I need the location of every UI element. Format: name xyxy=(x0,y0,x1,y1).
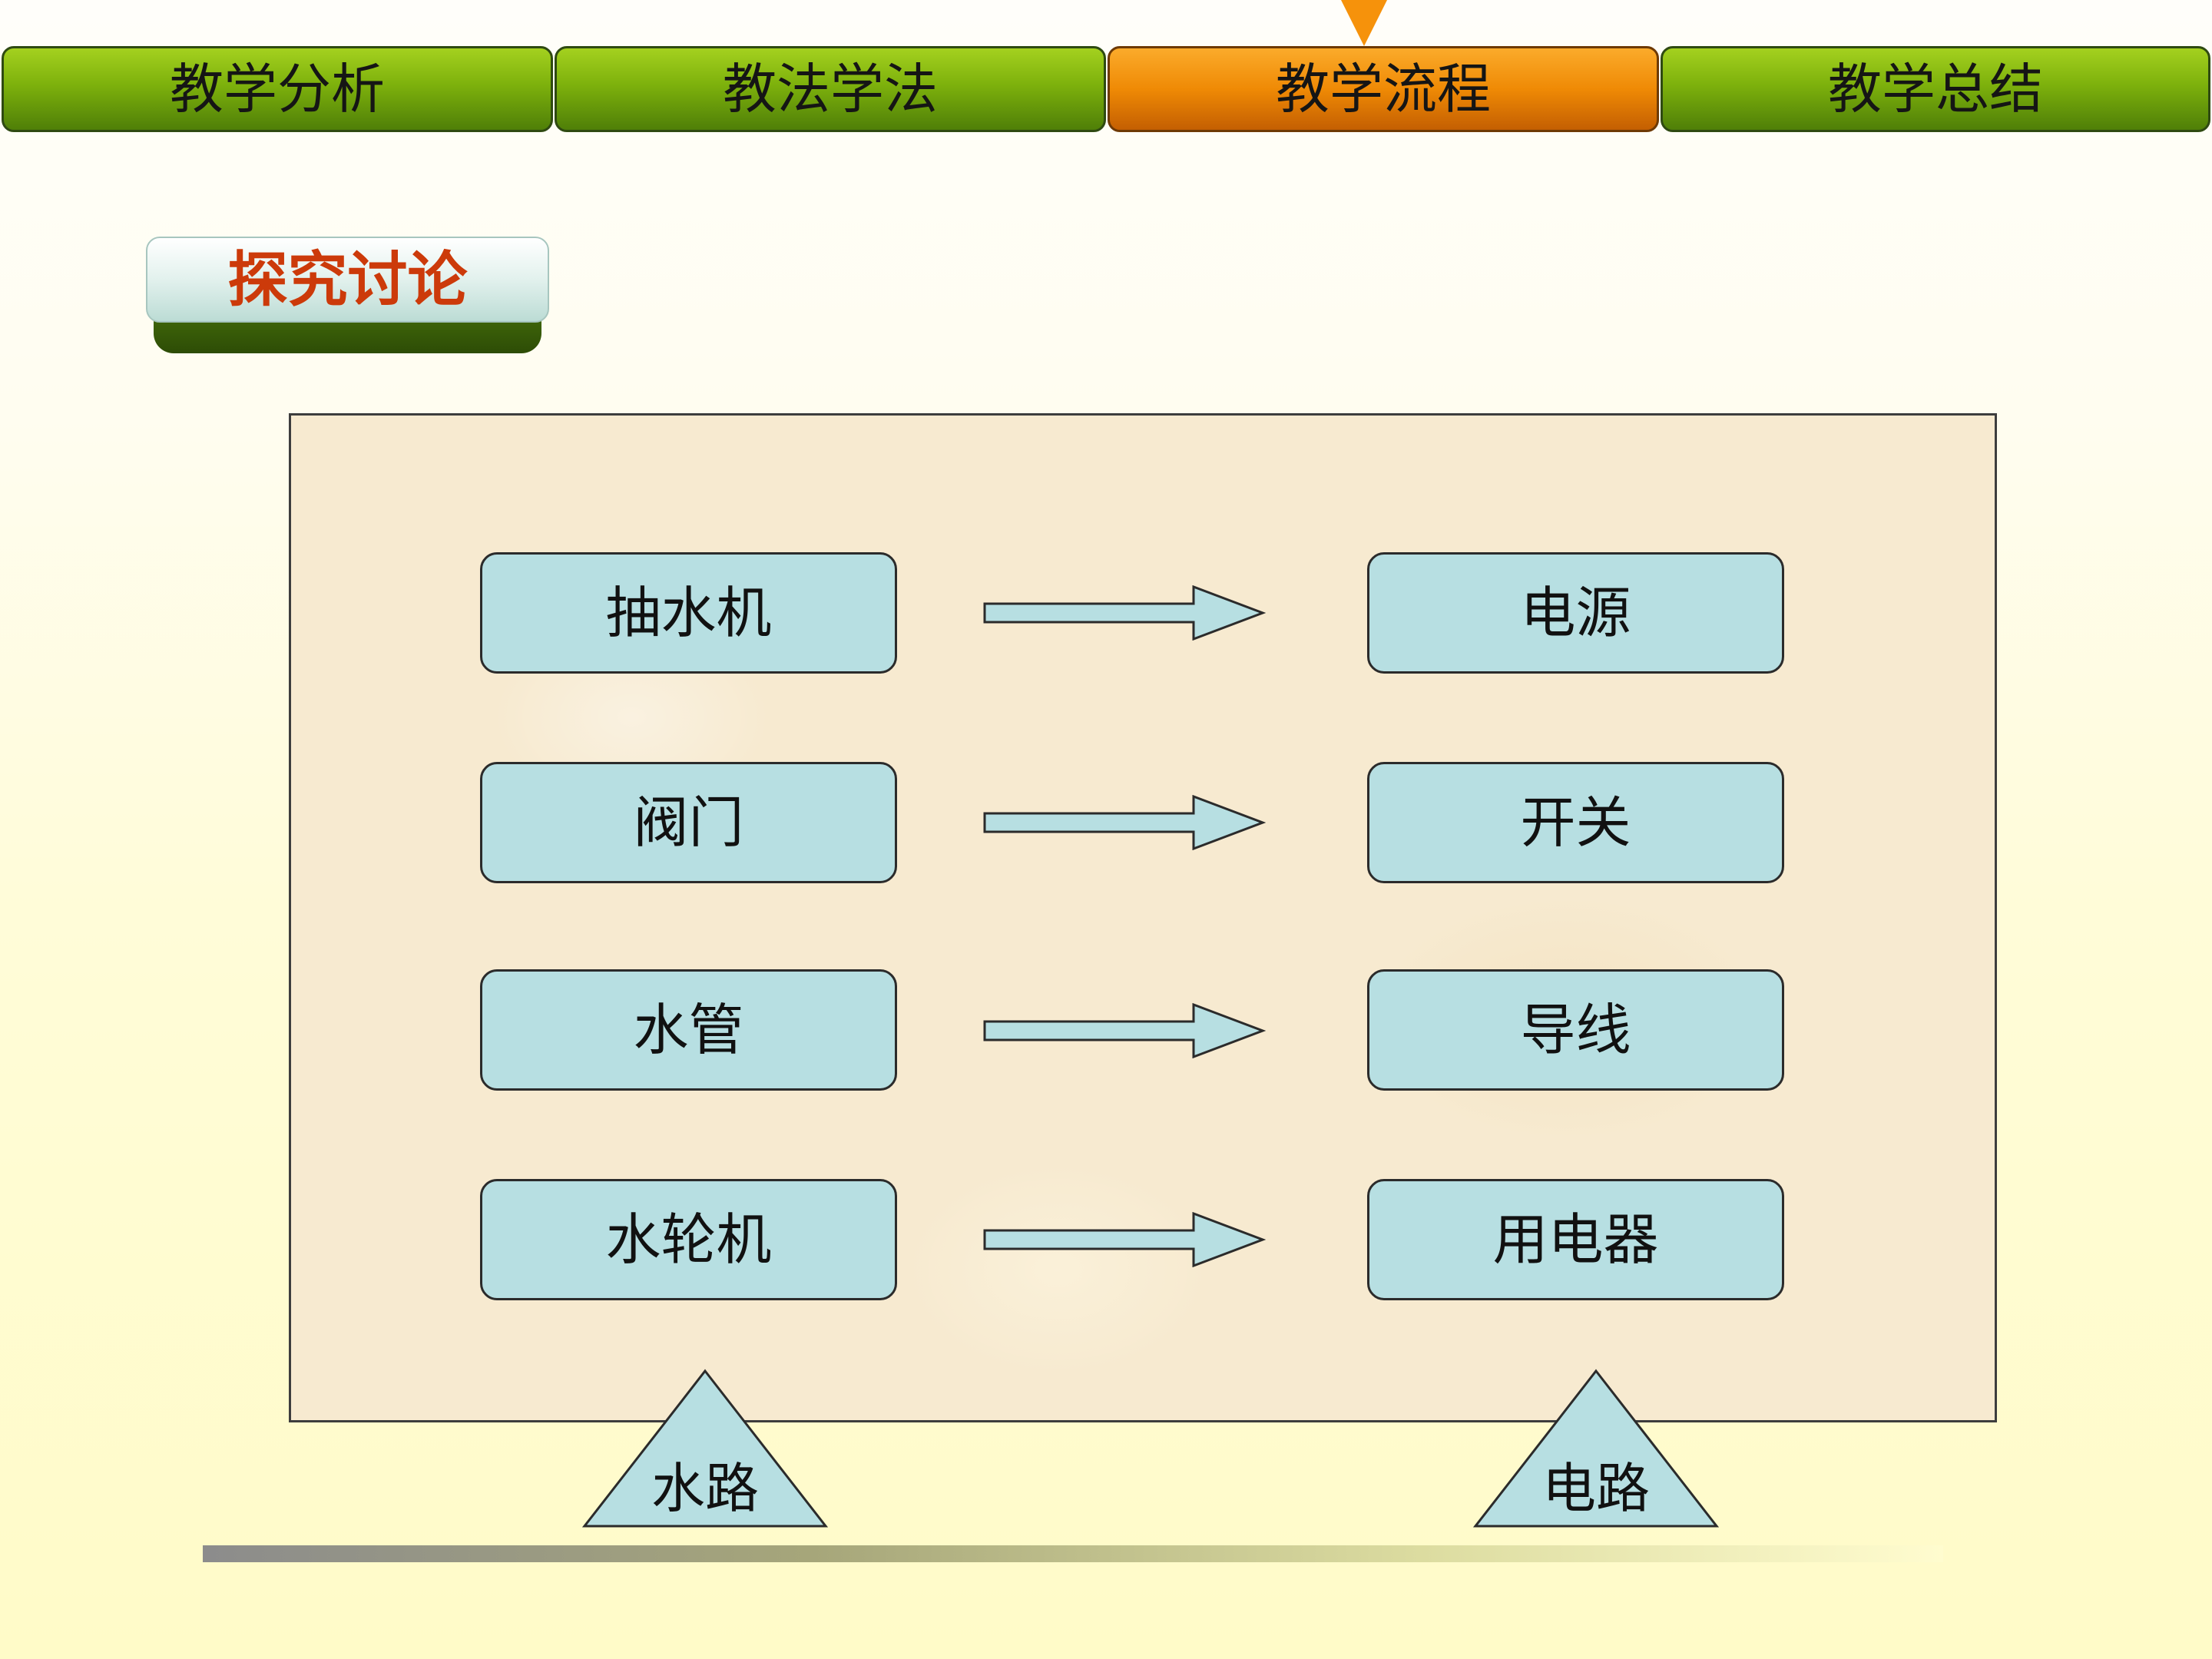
node-valve: 阀门 xyxy=(480,762,897,883)
arrow-right-icon xyxy=(983,795,1266,850)
node-appliance: 用电器 xyxy=(1367,1179,1784,1300)
node-water-turbine: 水轮机 xyxy=(480,1179,897,1300)
triangle-electric-circuit xyxy=(1473,1369,1719,1528)
arrow-right-icon xyxy=(983,585,1266,641)
node-water-pipe: 水管 xyxy=(480,969,897,1091)
top-nav: 教学分析 教法学法 教学流程 教学总结 xyxy=(0,46,2212,135)
tab-teaching-process[interactable]: 教学流程 xyxy=(1108,46,1659,132)
section-title: 探究讨论 xyxy=(146,237,549,323)
node-power-source: 电源 xyxy=(1367,552,1784,674)
bottom-gradient-bar xyxy=(203,1545,1943,1562)
tab-teaching-methods[interactable]: 教法学法 xyxy=(555,46,1106,132)
label-water-circuit: 水路 xyxy=(651,1457,759,1520)
node-switch: 开关 xyxy=(1367,762,1784,883)
arrow-right-icon xyxy=(983,1212,1266,1267)
node-water-pump: 抽水机 xyxy=(480,552,897,674)
tab-teaching-analysis[interactable]: 教学分析 xyxy=(2,46,553,132)
triangle-water-circuit xyxy=(582,1369,828,1528)
active-tab-marker xyxy=(1341,0,1387,46)
node-wire: 导线 xyxy=(1367,969,1784,1091)
label-electric-circuit: 电路 xyxy=(1542,1457,1650,1520)
section-title-badge: 探究讨论 xyxy=(146,237,549,353)
tab-teaching-summary[interactable]: 教学总结 xyxy=(1661,46,2210,132)
arrow-right-icon xyxy=(983,1003,1266,1058)
